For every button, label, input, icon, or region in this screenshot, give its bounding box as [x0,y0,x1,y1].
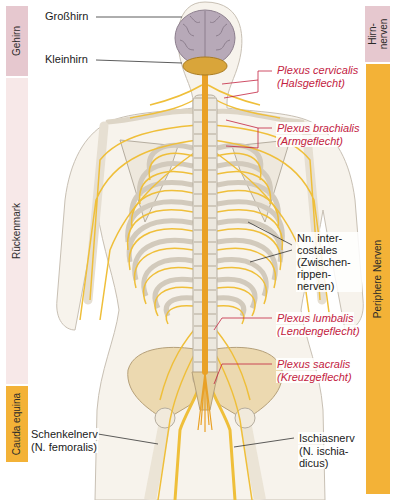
band-label: Cauda equina [12,390,23,458]
plexus-label: Plexus sacralis [276,358,351,370]
part-label: Großhirn [44,10,89,22]
band-label: Gehirn [12,10,23,72]
plexus-label: (Kreuzgeflecht) [276,371,353,383]
spinal-cord [202,62,208,372]
ribs-right [217,145,282,316]
brain-folds [180,11,230,62]
region-band: Gehirn [6,6,28,76]
region-band: Periphere Nerven [366,64,390,494]
region-band: Cauda equina [6,386,28,462]
plexus-label: (Armgeflecht) [276,135,344,147]
part-label: (N. ischia- dicus) [298,445,358,469]
region-band: Rückenmark [6,78,28,384]
plexus-label: (Halsgeflecht) [276,77,346,89]
region-band: Hirn- nerven [365,6,390,62]
cauda-equina-fibres [198,372,212,432]
ribs-left [128,145,193,316]
plexus-leader-lines [214,71,272,384]
plexus-label: Plexus cervicalis [276,64,359,76]
plexus-label: Plexus lumbalis [276,312,354,324]
cerebellum [183,57,227,75]
part-label: Ischiasnerv [298,432,356,444]
plexus-label: Plexus brachialis [276,122,361,134]
part-label: Schenkelnerv [30,428,99,440]
band-label: Rückenmark [12,82,23,380]
part-label: Nn. inter- costales (Zwischen- rippen- n… [296,232,362,292]
part-label: Kleinhirn [44,53,89,65]
band-label: Periphere Nerven [373,68,384,490]
part-label: (N. femoralis) [30,441,98,453]
band-label: Hirn- nerven [367,10,388,58]
leader-lines [96,17,294,447]
plexus-label: (Lendengeflecht) [276,325,361,337]
body-silhouette [57,2,364,500]
